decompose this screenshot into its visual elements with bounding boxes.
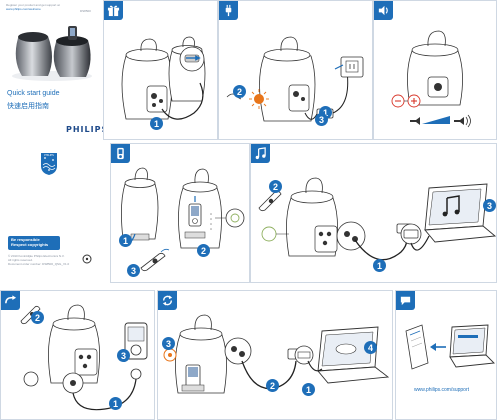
panel-4-step-1: 1 (119, 234, 132, 247)
panel-7-drawing (163, 314, 390, 394)
panel-4-drawing (121, 167, 245, 272)
panel-8-drawing (405, 324, 495, 370)
panel-7-step-2: 2 (266, 379, 279, 392)
panel-6-tab (1, 291, 20, 310)
speaker-volume-icon (378, 5, 388, 16)
recycle-icon (82, 254, 92, 264)
panel-power: 1 2 3 (218, 0, 373, 140)
panel-6-step-2: 2 (31, 311, 44, 324)
footer-line-3: Document order number: DS8500_QSG_V1.0 (8, 262, 70, 266)
panel-5-step-2: 2 (269, 180, 282, 193)
panel-mp3: 1 2 3 (0, 290, 155, 420)
panel-4-step-3: 3 (127, 264, 140, 277)
cover-header: Register your product and get support at… (6, 3, 98, 11)
title-cn: 快速启用指南 (7, 103, 49, 110)
cover-footer: © 2010 Koninklijke Philips Electronics N… (8, 254, 78, 266)
panel-volume (373, 0, 497, 140)
panel-sync: 1 2 3 4 (157, 290, 393, 420)
panel-5-step-3: 3 (483, 199, 496, 212)
panel-5-drawing (258, 177, 496, 261)
panel-support: www.philips.com/support (395, 290, 497, 420)
be-responsible-line-2: Respect copyrights (11, 242, 49, 247)
panel-7-step-4: 4 (364, 341, 377, 354)
panel-5-step-1: 1 (373, 259, 386, 272)
panel-6-step-3: 3 (117, 349, 130, 362)
panel-7-step-1: 1 (302, 383, 315, 396)
plug-icon (225, 4, 232, 17)
panel-pc-music: 1 2 3 (250, 143, 497, 283)
panel-2-tab (219, 1, 238, 20)
panel-4-step-2: 2 (197, 244, 210, 257)
shield-brand: PHILIPS (44, 154, 54, 157)
panel-2-drawing (226, 36, 364, 122)
title-en: Quick start guide (7, 90, 60, 97)
panel-2-step-3: 3 (315, 113, 328, 126)
product-image (12, 26, 92, 81)
panel-7-step-3: 3 (162, 337, 175, 350)
model-number: DS8500 (80, 9, 91, 13)
sync-icon (162, 295, 173, 306)
help-speech-icon (400, 296, 411, 306)
cover-panel: Register your product and get support at… (0, 0, 107, 290)
gift-icon (107, 5, 120, 17)
panel-6-drawing (20, 304, 148, 411)
philips-shield-icon (41, 153, 57, 175)
panel-2-step-2: 2 (233, 85, 246, 98)
panel-7-tab (158, 291, 177, 310)
connect-icon (5, 295, 17, 304)
panel-4-tab (111, 144, 130, 163)
panel-1-drawing (121, 36, 206, 120)
philips-logo: PHILIPS (66, 125, 109, 134)
be-responsible-line-1: Be responsible (11, 237, 40, 242)
panel-5-tab (251, 144, 270, 163)
panel-6-step-1: 1 (109, 397, 122, 410)
header-line-1: Register your product and get support at (6, 3, 60, 7)
header-line-2: www.philips.com/welcome (6, 7, 41, 11)
footer-line-2: All rights reserved. (8, 258, 33, 262)
panel-3-tab (374, 1, 393, 20)
footer-line-1: © 2010 Koninklijke Philips Electronics N… (8, 254, 65, 258)
music-note-icon (255, 147, 266, 160)
be-responsible-banner: Be responsible Respect copyrights (8, 236, 60, 250)
panel-unpack: 1 (103, 0, 218, 140)
panel-1-tab (104, 1, 123, 20)
panel-1-step-1: 1 (150, 117, 163, 130)
panel-dock: 1 2 3 (110, 143, 250, 283)
ipod-icon (117, 147, 124, 160)
panel-3-drawing (391, 30, 471, 128)
support-url[interactable]: www.philips.com/support (414, 387, 470, 393)
panel-8-tab (396, 291, 415, 310)
